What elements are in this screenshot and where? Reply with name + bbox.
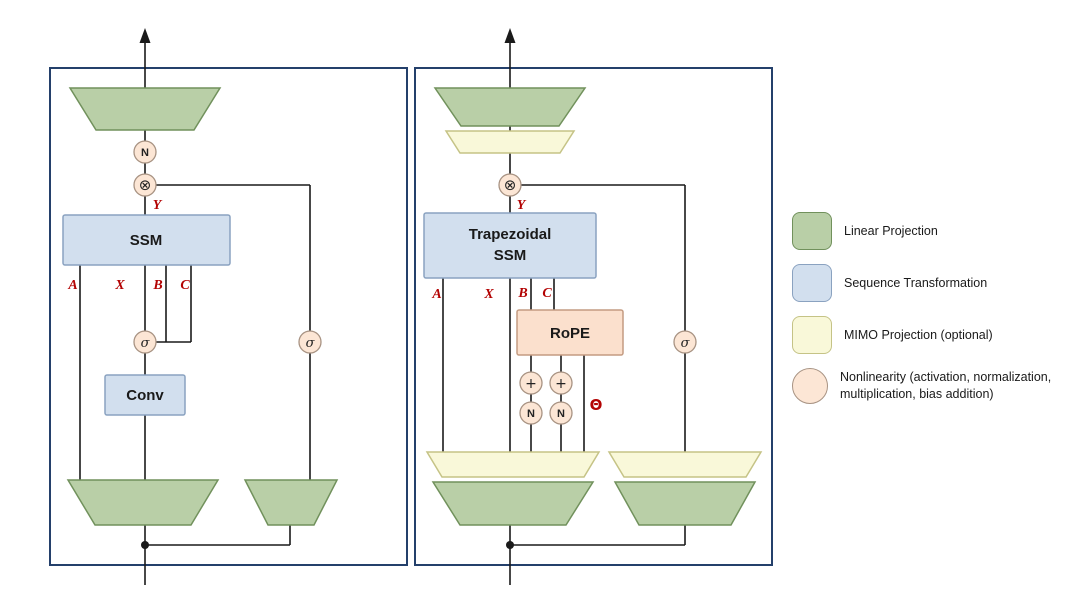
multiply-symbol: ⊗ — [139, 176, 152, 194]
signal-x-label: X — [483, 287, 494, 302]
sequence-transformation-swatch — [792, 264, 832, 302]
legend-label-mimo-projection: MIMO Projection (optional) — [844, 327, 993, 342]
plus-circle-c — [549, 371, 573, 395]
left-block: N ⊗ σ σ SSM Conv Y A X B C — [49, 28, 408, 585]
ssm-box — [62, 214, 231, 266]
plus-symbol-c: + — [555, 376, 567, 392]
output-projection-trapezoid — [433, 87, 587, 127]
input-projection-trapezoid — [66, 479, 220, 526]
norm-symbol: N — [141, 147, 149, 159]
sigma-circle-gate — [673, 330, 697, 354]
legend-label-sequence-transformation: Sequence Transformation — [844, 275, 988, 290]
norm-circle-c — [549, 401, 573, 425]
signal-theta-label: Θ — [590, 396, 603, 414]
signal-a-label: A — [67, 278, 77, 293]
ssm-label: SSM — [130, 232, 163, 249]
signal-y-label: Y — [153, 198, 163, 213]
sigma-symbol-main: σ — [141, 336, 151, 351]
multiply-circle — [498, 173, 522, 197]
signal-a-label: A — [431, 287, 441, 302]
right-block: ⊗ + + N N σ Trapezoidal SSM RoPE Y A X B… — [414, 28, 773, 585]
input-mimo-projection-trapezoid — [425, 451, 601, 478]
rope-box — [516, 309, 624, 356]
output-projection-trapezoid — [68, 87, 222, 131]
legend-item-sequence-transformation: Sequence Transformation — [792, 264, 1070, 302]
mimo-projection-swatch — [792, 316, 832, 354]
up-arrow — [504, 28, 516, 43]
trapezoidal-ssm-label-line2: SSM — [494, 247, 527, 264]
legend-item-mimo-projection: MIMO Projection (optional) — [792, 316, 1070, 354]
signal-b-label: B — [517, 286, 527, 301]
plus-circle-b — [519, 371, 543, 395]
conv-box — [104, 374, 186, 416]
multiply-symbol: ⊗ — [504, 176, 517, 194]
up-arrow — [139, 28, 151, 43]
junction-dot — [141, 541, 149, 549]
plus-symbol-b: + — [525, 376, 537, 392]
conv-label: Conv — [126, 387, 164, 404]
left-wires — [79, 40, 311, 585]
output-mimo-projection-trapezoid — [444, 130, 576, 154]
norm-circle — [133, 140, 157, 164]
legend-item-nonlinearity: Nonlinearity (activation, normalization,… — [792, 368, 1070, 404]
norm-symbol-b: N — [527, 408, 535, 420]
legend: Linear Projection Sequence Transformatio… — [792, 212, 1070, 404]
norm-circle-b — [519, 401, 543, 425]
norm-symbol-c: N — [557, 408, 565, 420]
junction-dot — [506, 541, 514, 549]
trapezoidal-ssm-label-line1: Trapezoidal — [469, 226, 552, 243]
gate-projection-trapezoid — [243, 479, 339, 526]
sigma-circle-gate — [298, 330, 322, 354]
signal-y-label: Y — [517, 198, 527, 213]
legend-label-linear-projection: Linear Projection — [844, 223, 938, 238]
legend-label-nonlinearity: Nonlinearity (activation, normalization,… — [840, 370, 1052, 401]
gate-projection-trapezoid — [613, 481, 757, 526]
trapezoidal-ssm-box — [423, 212, 597, 279]
legend-item-linear-projection: Linear Projection — [792, 212, 1070, 250]
gate-mimo-projection-trapezoid — [607, 451, 763, 478]
signal-c-label: C — [542, 286, 552, 301]
sigma-circle-main — [133, 330, 157, 354]
rope-label: RoPE — [550, 325, 590, 342]
multiply-circle — [133, 173, 157, 197]
sigma-symbol-gate: σ — [681, 336, 691, 351]
signal-b-label: B — [152, 278, 162, 293]
linear-projection-swatch — [792, 212, 832, 250]
right-wires — [442, 40, 686, 585]
sigma-symbol-gate: σ — [306, 336, 316, 351]
signal-x-label: X — [114, 278, 125, 293]
input-projection-trapezoid — [431, 481, 595, 526]
nonlinearity-swatch — [792, 368, 828, 404]
signal-c-label: C — [180, 278, 190, 293]
